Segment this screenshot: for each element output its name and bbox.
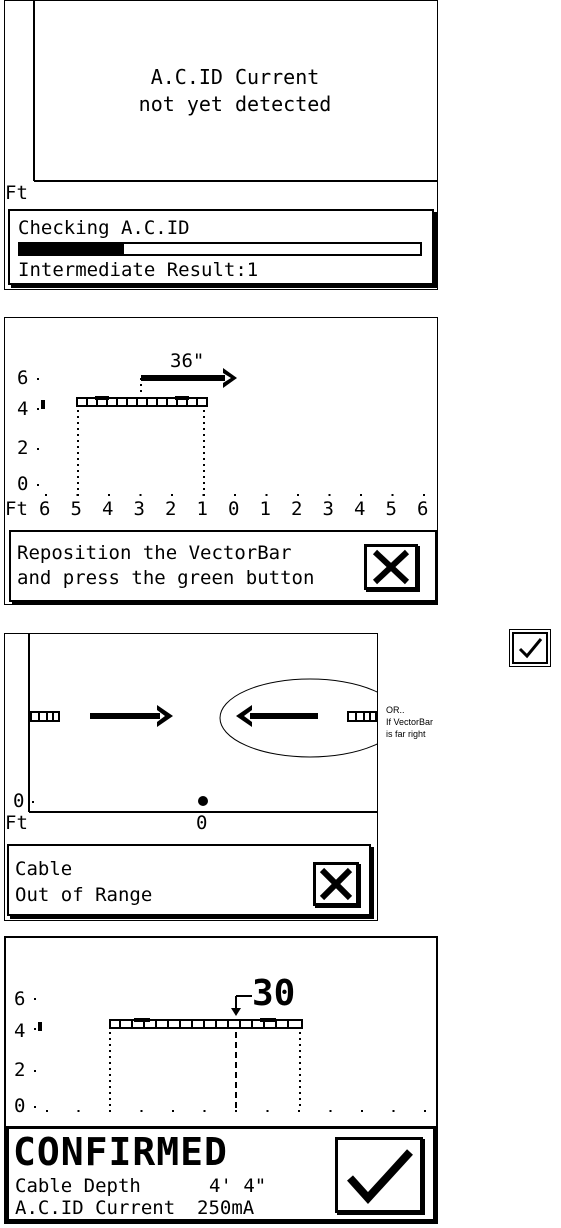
x-tick-label: 1: [260, 500, 271, 519]
depth-label: Cable Depth: [15, 1177, 141, 1196]
annotation-line3: is far right: [386, 730, 426, 739]
y-tick-0: 0: [13, 792, 24, 811]
vector-bar-right: [348, 712, 376, 721]
y-tick-6: 6: [17, 369, 28, 388]
confirmed-panel: CONFIRMED Cable Depth 4' 4" A.C.ID Curre…: [6, 1126, 436, 1222]
y-tick-2: 2: [14, 1061, 25, 1080]
x-tick-dot: [204, 1110, 206, 1112]
vector-bar: [110, 1018, 302, 1028]
x-tick-dot: [423, 494, 425, 496]
x-tick-label: 5: [386, 500, 397, 519]
x-tick-dot: [360, 494, 362, 496]
screen-reposition: 6 4 2 0 36" Ft 6 5 4 3 2 1 0 1 2 3 4 5 6 Reposition …: [4, 317, 438, 605]
x-tick-dot: [108, 494, 110, 496]
depth-reading: 4' 4": [209, 1177, 266, 1196]
x-tick-dot: [393, 1110, 395, 1112]
cancel-button[interactable]: [313, 862, 359, 906]
x-tick-label: 4: [354, 500, 365, 519]
x-tick-label: 5: [71, 500, 82, 519]
status-title: CONFIRMED: [13, 1133, 228, 1171]
current-label: A.C.ID Current: [15, 1199, 175, 1218]
x-tick-dot: [267, 1110, 269, 1112]
x-tick-dot: [203, 494, 205, 496]
y-tick-6: 6: [14, 990, 25, 1009]
x-tick-dot: [78, 1110, 80, 1112]
current-reading: 250mA: [197, 1199, 254, 1218]
arrow-left-icon: [236, 705, 318, 727]
x-tick-dot: [140, 494, 142, 496]
unit-label: Ft: [5, 814, 28, 833]
y-tick-0: 0: [17, 475, 28, 494]
x-tick-label: 6: [39, 500, 50, 519]
x-tick-dot: [392, 494, 394, 496]
x-tick-0: 0: [196, 814, 207, 833]
vector-bar-left: [31, 712, 59, 721]
y-tick-0: 0: [14, 1097, 25, 1116]
arrow-right-icon: [90, 705, 173, 727]
x-tick-label: 6: [417, 500, 428, 519]
status-line2: Out of Range: [15, 886, 152, 905]
confirm-button[interactable]: [335, 1137, 423, 1213]
x-tick-dot: [298, 1110, 300, 1112]
x-tick-label: 1: [197, 500, 208, 519]
acid-message-line2: not yet detected: [125, 94, 345, 114]
status-line1: Cable: [15, 860, 72, 879]
x-tick-dot: [329, 494, 331, 496]
cancel-button[interactable]: [364, 544, 418, 590]
prompt-panel: Reposition the VectorBar and press the g…: [9, 530, 437, 602]
x-tick-label: 4: [102, 500, 113, 519]
offset-label: 36": [170, 352, 204, 371]
x-tick-dot: [330, 1110, 332, 1112]
close-icon: [316, 865, 356, 903]
y-tick-2: 2: [17, 439, 28, 458]
screen-out-of-range: 0 Ft 0 Cable Out of Range: [4, 633, 378, 921]
checkmark-icon: [338, 1140, 420, 1210]
unit-label: Ft: [5, 184, 28, 203]
x-tick-dot: [77, 494, 79, 496]
screen-acid-detection: A.C.ID Current not yet detected Ft Check…: [4, 0, 438, 290]
x-tick-dot: [171, 494, 173, 496]
prompt-line1: Reposition the VectorBar: [17, 544, 292, 563]
annotation-line1: OR..: [386, 706, 405, 715]
annotation-line2: If VectorBar: [386, 718, 433, 727]
intermediate-result: Intermediate Result:1: [18, 261, 258, 280]
unit-label: Ft: [5, 500, 28, 519]
x-tick-dot: [235, 1110, 237, 1112]
checkmark-icon: [514, 634, 546, 662]
vector-bar: [77, 396, 207, 406]
prompt-line2: and press the green button: [17, 569, 314, 588]
status-title: Checking A.C.ID: [18, 219, 190, 238]
x-tick-dot: [266, 494, 268, 496]
x-tick-label: 3: [134, 500, 145, 519]
x-tick-label: 2: [291, 500, 302, 519]
x-tick-dot: [234, 494, 236, 496]
x-tick-label: 2: [165, 500, 176, 519]
x-tick-label: 0: [228, 500, 239, 519]
close-icon: [367, 547, 415, 587]
x-tick-dot: [172, 1110, 174, 1112]
y-tick-4: 4: [14, 1022, 25, 1041]
depth-arrow-icon: [231, 996, 252, 1016]
x-tick-dot: [45, 494, 47, 496]
status-panel: Checking A.C.ID Intermediate Result:1: [8, 209, 434, 285]
progress-bar: [18, 242, 422, 256]
x-tick-dot: [141, 1110, 143, 1112]
x-tick-dot: [424, 1110, 426, 1112]
x-tick-dot: [297, 494, 299, 496]
x-tick-dot: [46, 1110, 48, 1112]
cable-center-dot: [198, 796, 208, 806]
depth-value: 30: [252, 976, 295, 1012]
y-tick-4: 4: [17, 400, 28, 419]
x-tick-dot: [361, 1110, 363, 1112]
screen-confirmed: 6 4 2 0 30 CONFIRMED Cable Depth 4' 4" A…: [4, 936, 438, 1224]
confirm-checkbox[interactable]: [512, 632, 548, 664]
progress-fill: [20, 244, 124, 254]
status-panel: Cable Out of Range: [7, 844, 371, 916]
acid-message-line1: A.C.ID Current: [135, 67, 335, 87]
x-tick-label: 3: [323, 500, 334, 519]
x-tick-dot: [109, 1110, 111, 1112]
